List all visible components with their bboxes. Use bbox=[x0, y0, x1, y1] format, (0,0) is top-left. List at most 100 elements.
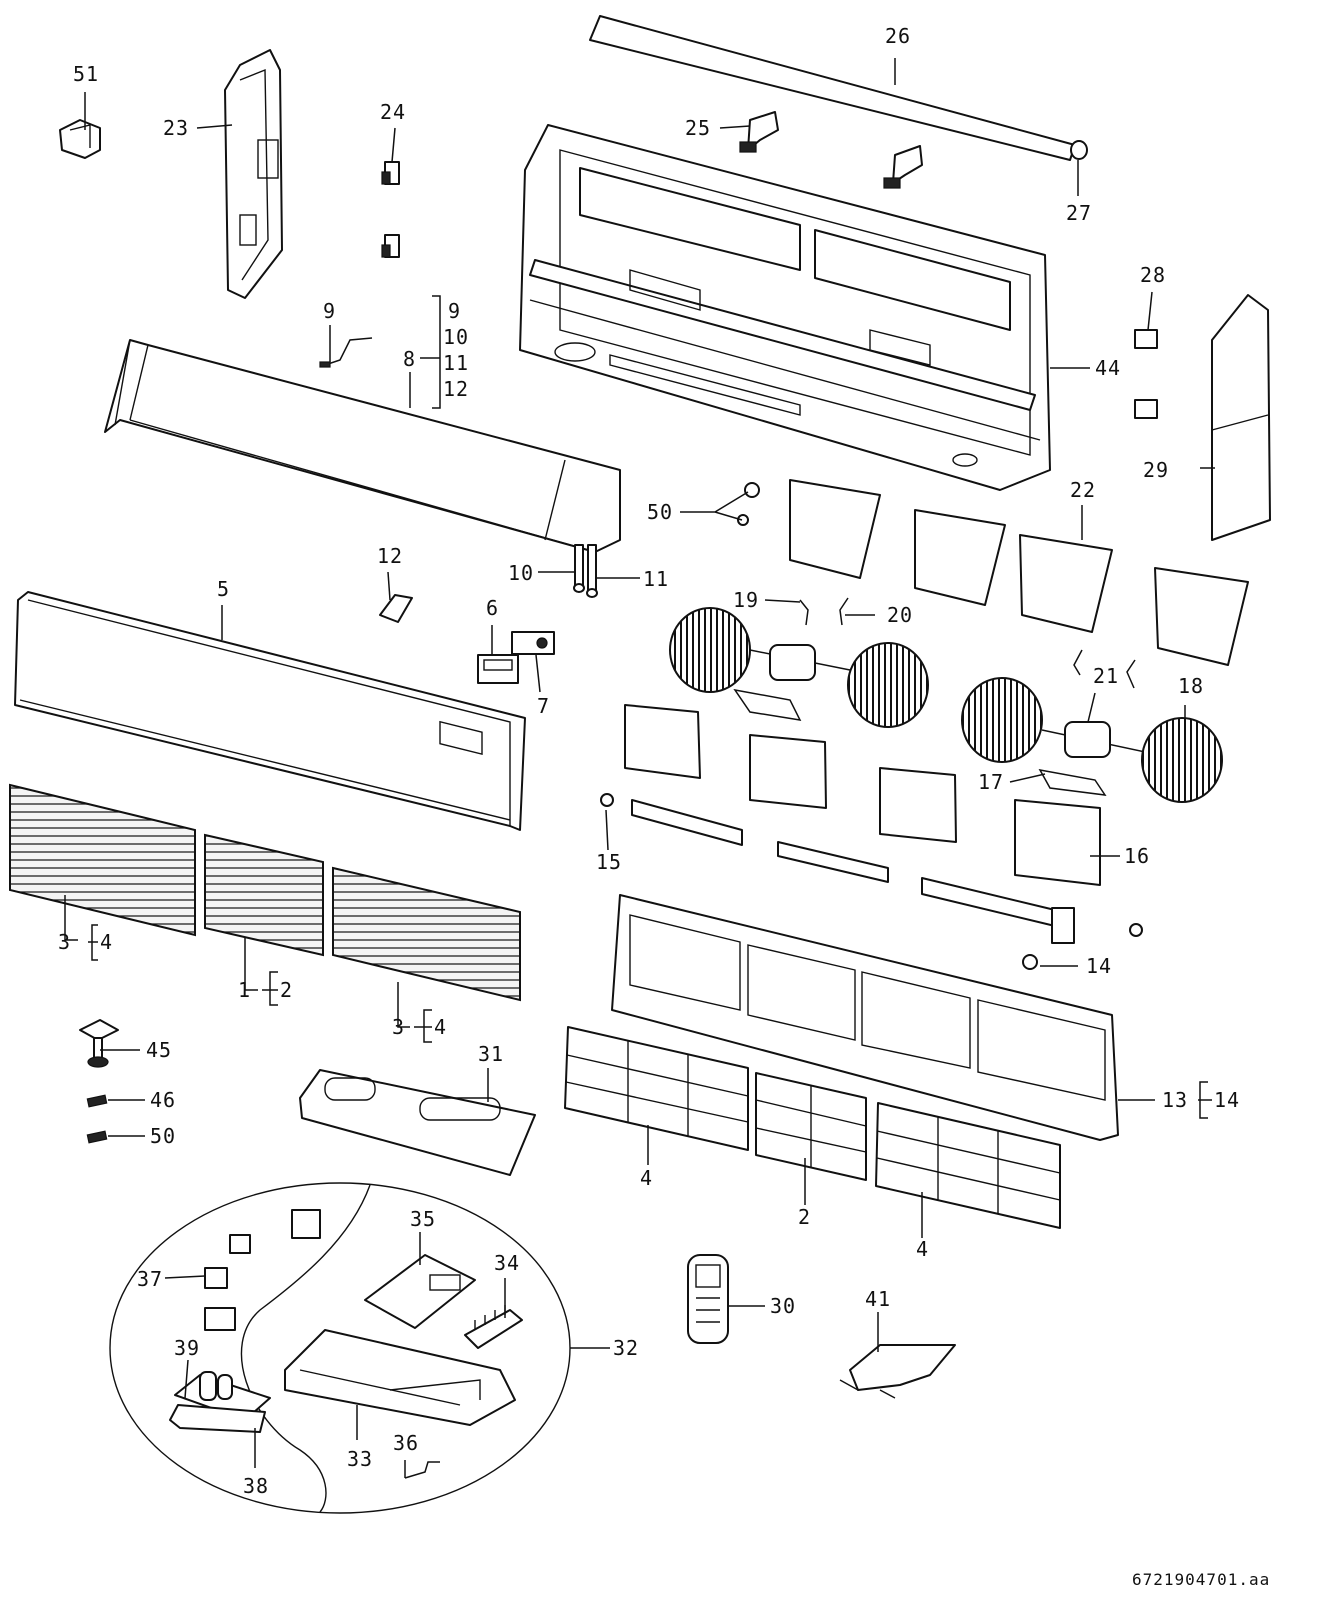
part-small-components bbox=[204, 1209, 321, 1331]
part-4-filter-right bbox=[875, 1102, 1061, 1229]
part-8-evaporator bbox=[104, 339, 621, 553]
callout-13: 13 bbox=[1162, 1088, 1188, 1112]
callout-15: 15 bbox=[596, 850, 622, 874]
callout-23: 23 bbox=[163, 116, 189, 140]
part-33-box bbox=[284, 1329, 516, 1426]
part-3-grill-left bbox=[9, 783, 196, 937]
callout-6: 6 bbox=[486, 596, 499, 620]
callout-12: 12 bbox=[377, 544, 403, 568]
callout-39: 39 bbox=[174, 1336, 200, 1360]
callout-21: 21 bbox=[1093, 664, 1119, 688]
part-31-cover bbox=[299, 1069, 536, 1176]
callout-3-right-sub-4: 4 bbox=[434, 1015, 447, 1039]
part-35-board bbox=[364, 1254, 476, 1329]
callout-9: 9 bbox=[323, 299, 336, 323]
callout-16: 16 bbox=[1124, 844, 1150, 868]
part-25-clips bbox=[739, 111, 923, 189]
part-46-clip bbox=[86, 1130, 108, 1144]
callout-33: 33 bbox=[347, 1447, 373, 1471]
callout-38: 38 bbox=[243, 1474, 269, 1498]
part-38-board-tray bbox=[169, 1404, 266, 1433]
callout-41: 44 bbox=[1095, 356, 1121, 380]
part-26-top-strip bbox=[589, 15, 1076, 161]
callout-1-sub-2: 2 bbox=[280, 978, 293, 1002]
part-28-clips bbox=[1134, 329, 1158, 419]
part-40-mount-plate bbox=[839, 1344, 956, 1399]
callout-45: 46 bbox=[150, 1088, 176, 1112]
callout-30: 30 bbox=[770, 1294, 796, 1318]
part-9-sensor bbox=[319, 337, 373, 368]
part-36-sensor bbox=[404, 1461, 440, 1479]
callout-4-right: 4 bbox=[916, 1237, 929, 1261]
part-29-right-panel bbox=[1211, 294, 1271, 541]
callout-10: 10 bbox=[508, 561, 534, 585]
part-17-brackets bbox=[733, 688, 1107, 796]
callout-40: 41 bbox=[865, 1287, 891, 1311]
part-18-fan-assembly-right bbox=[961, 677, 1223, 803]
part-50-nuts bbox=[737, 482, 760, 526]
callout-3-right: 3 bbox=[392, 1015, 405, 1039]
callout-7: 7 bbox=[537, 694, 550, 718]
part-45-clip bbox=[86, 1094, 108, 1108]
callout-17: 17 bbox=[978, 770, 1004, 794]
callout-27: 27 bbox=[1066, 201, 1092, 225]
part-5-front-panel bbox=[14, 591, 526, 831]
part-3-grill-right bbox=[332, 866, 521, 1002]
callout-8: 8 bbox=[403, 347, 416, 371]
callout-1: 1 bbox=[238, 978, 251, 1002]
callout-50: 50 bbox=[647, 500, 673, 524]
callout-19: 19 bbox=[733, 588, 759, 612]
callout-46: 50 bbox=[150, 1124, 176, 1148]
callout-29: 29 bbox=[1143, 458, 1169, 482]
callout-3-left-sub-4: 4 bbox=[100, 930, 113, 954]
part-12-clip bbox=[379, 594, 413, 623]
part-27-knob bbox=[1070, 140, 1088, 160]
leader-lines bbox=[64, 58, 1215, 1478]
part-6-display bbox=[477, 654, 519, 684]
callout-36: 36 bbox=[393, 1431, 419, 1455]
callout-4-left: 4 bbox=[640, 1166, 653, 1190]
part-44-foot bbox=[79, 1019, 119, 1068]
callout-8-sub-10: 10 bbox=[443, 325, 469, 349]
callout-34: 34 bbox=[494, 1251, 520, 1275]
part-fan-assembly-left bbox=[669, 607, 929, 728]
callout-labels: 26 51 23 24 25 27 28 44 29 9 9 10 11 12 … bbox=[58, 24, 1240, 1498]
callout-13-sub-14: 14 bbox=[1214, 1088, 1240, 1112]
callout-31: 31 bbox=[478, 1042, 504, 1066]
callout-28: 28 bbox=[1140, 263, 1166, 287]
part-15-mount-rail bbox=[600, 793, 1143, 944]
callout-8-sub-11: 11 bbox=[443, 351, 469, 375]
callout-3-left: 3 bbox=[58, 930, 71, 954]
callout-20: 20 bbox=[887, 603, 913, 627]
part-22-fan-housings-upper bbox=[789, 479, 1249, 666]
part-41-chassis bbox=[519, 124, 1051, 491]
callout-24: 24 bbox=[380, 100, 406, 124]
part-37-relay bbox=[204, 1267, 228, 1289]
part-13-lower-frame bbox=[611, 894, 1119, 1141]
part-4-filter-left bbox=[564, 1026, 749, 1151]
part-23-left-panel bbox=[224, 49, 283, 299]
callout-14: 14 bbox=[1086, 954, 1112, 978]
part-1-grill-center bbox=[204, 833, 324, 957]
part-19-20-21-clips bbox=[799, 597, 1136, 689]
callout-44: 45 bbox=[146, 1038, 172, 1062]
part-10-11-pipes bbox=[573, 544, 598, 598]
callout-2: 2 bbox=[798, 1205, 811, 1229]
callout-22: 22 bbox=[1070, 478, 1096, 502]
part-51-bracket bbox=[59, 119, 101, 159]
callout-25: 25 bbox=[685, 116, 711, 140]
callout-18: 18 bbox=[1178, 674, 1204, 698]
part-30-remote bbox=[687, 1254, 729, 1344]
callout-37: 37 bbox=[137, 1267, 163, 1291]
callout-5: 5 bbox=[217, 577, 230, 601]
part-24-clips bbox=[381, 161, 400, 258]
part-39-power-board bbox=[174, 1371, 271, 1421]
part-14-screw bbox=[1022, 954, 1038, 970]
callout-32: 32 bbox=[613, 1336, 639, 1360]
part-7-display-board bbox=[511, 631, 555, 655]
callout-8-sub-12: 12 bbox=[443, 377, 469, 401]
callout-11: 11 bbox=[643, 567, 669, 591]
part-34-terminal bbox=[464, 1305, 523, 1349]
